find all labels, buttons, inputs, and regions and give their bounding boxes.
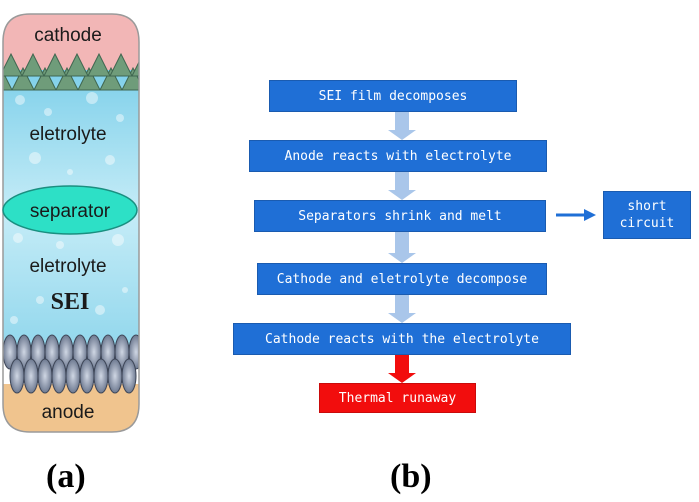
cathode-particle [3,66,13,91]
battery-outline [2,13,140,433]
arrow-down-3 [388,232,416,263]
arrow-down-5 [388,355,416,383]
cathode-particle [11,66,35,91]
short-circuit-box: short circuit [603,191,691,239]
cathode-particle [33,66,57,91]
step-cathode-reacts: Cathode reacts with the electrolyte [233,323,571,355]
cathode-particle [3,52,23,77]
cathode-particle [77,66,101,91]
sei-particles [3,334,139,394]
cathode-particle [21,52,45,77]
cathode-layer [3,14,139,70]
eletrolyte-label-top: eletrolyte [29,124,106,145]
arrow-side-head [584,209,596,221]
separator-shape [2,185,138,235]
cathode-particle [87,52,111,77]
cathode-particles [3,52,139,91]
electrolyte-bubbles [10,92,128,324]
panel-label-b: (b) [390,458,432,495]
panel-label-a: (a) [46,458,86,495]
sei-particle [121,358,137,394]
arrow-down-2 [388,172,416,200]
step-thermal-runaway: Thermal runaway [319,383,476,413]
cathode-particle [131,52,139,77]
cathode-label: cathode [34,25,102,46]
step-separators-shrink: Separators shrink and melt [254,200,546,232]
step-sei-film-decomposes: SEI film decomposes [269,80,517,112]
step-cathode-eletrolyte-decompose: Cathode and eletrolyte decompose [257,263,547,295]
sei-label: SEI [51,289,90,315]
arrow-down-4 [388,295,416,323]
arrow-down-1 [388,112,416,140]
cathode-particle [99,66,123,91]
step-anode-reacts: Anode reacts with electrolyte [249,140,547,172]
cathode-particle [43,52,67,77]
cathode-particle [55,66,79,91]
cathode-particle [109,52,133,77]
eletrolyte-label-bottom: eletrolyte [29,256,106,277]
cathode-particle [65,52,89,77]
separator-label: separator [30,201,111,222]
anode-label: anode [42,402,95,423]
